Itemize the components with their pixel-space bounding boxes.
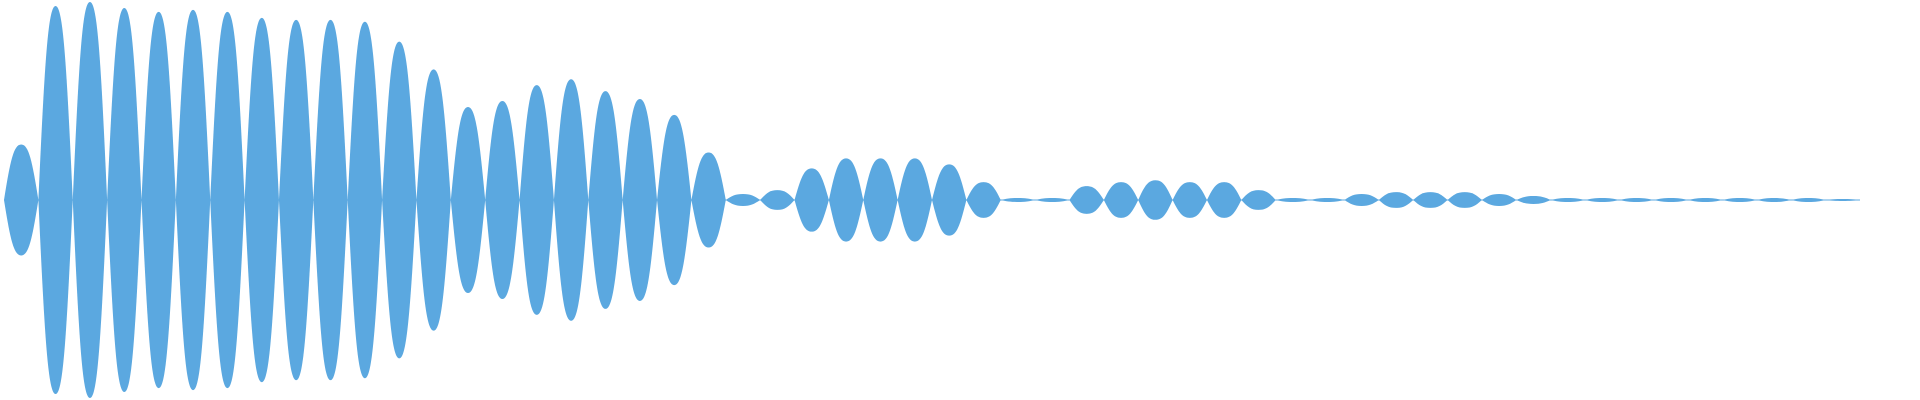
waveform-svg [4,1,1860,398]
audio-waveform [4,1,1860,398]
